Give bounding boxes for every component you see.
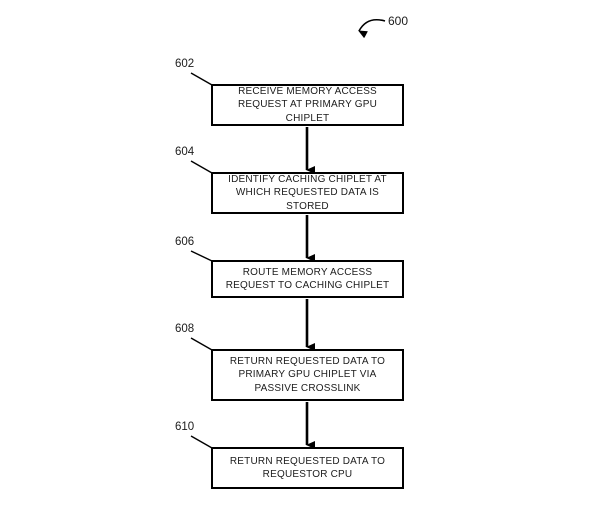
- flow-step-route-request: ROUTE MEMORY ACCESS REQUEST TO CACHING C…: [211, 260, 404, 298]
- step-ref-606: 606: [175, 236, 195, 248]
- flow-step-receive-request: RECEIVE MEMORY ACCESS REQUEST AT PRIMARY…: [211, 84, 404, 126]
- leader-line-604: [190, 160, 213, 174]
- figure-number: 600: [388, 14, 409, 28]
- step-ref-610: 610: [175, 421, 195, 433]
- leader-line-610: [190, 435, 213, 449]
- flow-step-label: RETURN REQUESTED DATA TO REQUESTOR CPU: [229, 455, 386, 481]
- leader-line-602: [190, 72, 213, 86]
- figure-pointer-arrow: [358, 18, 386, 39]
- step-ref-602: 602: [175, 58, 195, 70]
- flow-step-label: RECEIVE MEMORY ACCESS REQUEST AT PRIMARY…: [237, 85, 378, 124]
- flow-step-identify-chiplet: IDENTIFY CACHING CHIPLET AT WHICH REQUES…: [211, 172, 404, 214]
- leader-line-606: [190, 250, 213, 262]
- flow-step-label: ROUTE MEMORY ACCESS REQUEST TO CACHING C…: [225, 266, 390, 292]
- flow-step-return-to-cpu: RETURN REQUESTED DATA TO REQUESTOR CPU: [211, 447, 404, 489]
- leader-line-608: [190, 337, 213, 351]
- flow-step-label: IDENTIFY CACHING CHIPLET AT WHICH REQUES…: [228, 173, 387, 212]
- step-ref-604: 604: [175, 146, 195, 158]
- flow-step-label: RETURN REQUESTED DATA TO PRIMARY GPU CHI…: [229, 355, 386, 394]
- step-ref-608: 608: [175, 323, 195, 335]
- flow-step-return-via-crosslink: RETURN REQUESTED DATA TO PRIMARY GPU CHI…: [211, 349, 404, 401]
